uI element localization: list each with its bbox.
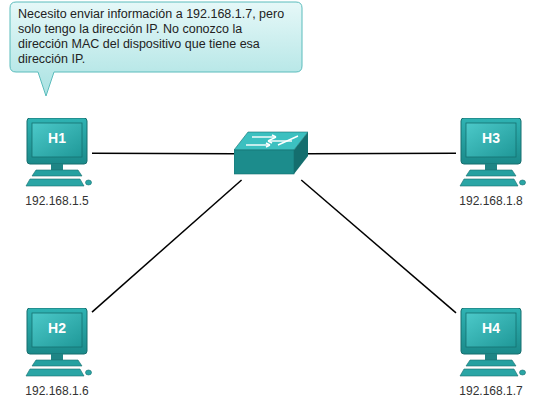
ip-address: 192.168.1.6 — [0, 384, 117, 398]
ip-address: 192.168.1.8 — [431, 194, 551, 208]
host-name: H4 — [466, 320, 516, 336]
network-cable — [92, 152, 234, 154]
network-switch — [234, 128, 308, 180]
host-name: H1 — [32, 130, 82, 146]
switch-icon — [234, 128, 308, 180]
ip-address: 192.168.1.7 — [431, 384, 551, 398]
computer-icon — [456, 118, 526, 188]
computer-icon — [26, 118, 92, 186]
network-cable — [301, 180, 456, 313]
host-name: H3 — [466, 130, 516, 146]
computer-icon — [456, 308, 526, 378]
computer-icon — [22, 308, 92, 378]
callout-text: Necesito enviar información a 192.168.1.… — [10, 2, 302, 72]
switch-icon — [234, 132, 308, 174]
callout-shape — [10, 2, 302, 96]
computer-icon — [460, 308, 526, 376]
host-computer: H1192.168.1.5 — [22, 118, 92, 188]
host-computer: H3192.168.1.8 — [456, 118, 526, 188]
network-cable — [92, 180, 242, 312]
host-name: H2 — [32, 320, 82, 336]
network-cable — [308, 152, 456, 154]
host-computer: H4192.168.1.7 — [456, 308, 526, 378]
computer-icon — [26, 308, 92, 376]
computer-icon — [22, 118, 92, 188]
speech-callout: Necesito enviar información a 192.168.1.… — [10, 2, 302, 72]
computer-icon — [460, 118, 526, 186]
host-computer: H2192.168.1.6 — [22, 308, 92, 378]
ip-address: 192.168.1.5 — [0, 194, 117, 208]
